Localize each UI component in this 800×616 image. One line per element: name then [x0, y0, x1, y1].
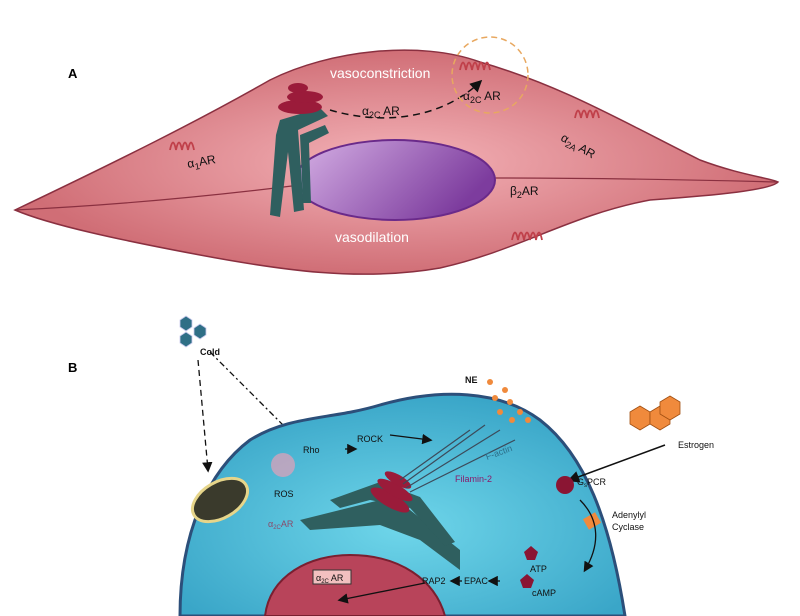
filamin-label: Filamin-2: [455, 474, 492, 484]
rap2-label: RAP2: [422, 576, 446, 586]
cold-to-mito-arrow: [197, 359, 213, 473]
panel-b-label: B: [68, 360, 77, 375]
f-actin-fibers: [399, 424, 516, 493]
adenylyl-cyclase-icon: [582, 512, 602, 530]
mitochondrion: [191, 476, 249, 524]
estrogen-label: Estrogen: [678, 440, 714, 450]
alpha2c-traffic-label: α2C AR: [362, 104, 400, 120]
endoplasmic-reticulum: [270, 108, 329, 217]
alpha2c-membrane-label: α2C AR: [463, 89, 501, 105]
trafficking-arrow: [329, 79, 483, 119]
golgi-apparatus: [278, 83, 323, 114]
camp-icon: [520, 574, 534, 588]
rap2-to-gene-arrow: [337, 582, 426, 604]
rock-label: ROCK: [357, 434, 383, 444]
estrogen-molecule: [629, 395, 681, 431]
atp-label: ATP: [530, 564, 547, 574]
epac-label: EPAC: [464, 576, 488, 586]
ne-molecules: [487, 379, 531, 423]
panel-a-label: A: [68, 66, 78, 81]
golgi-apparatus: [370, 471, 413, 513]
alpha2c-gene-label: α2C AR: [316, 573, 344, 585]
camp-label: cAMP: [532, 588, 556, 598]
ros-label: ROS: [274, 489, 294, 499]
vasoconstriction-label: vasoconstriction: [330, 65, 430, 81]
gspcr-receptor: [556, 476, 574, 494]
highlight-circle: [451, 36, 529, 114]
rock-to-actin-arrow: [389, 433, 433, 445]
ne-label: NE: [465, 375, 478, 385]
snowflake-icon: [179, 315, 207, 348]
rho-label: Rho: [303, 445, 320, 455]
ros-cluster: [271, 453, 295, 477]
alpha1-label: α1AR: [186, 152, 217, 173]
ac-to-camp-arrow: [579, 499, 597, 573]
alpha2c-er-label: α2CAR: [268, 519, 294, 531]
atp-icon: [524, 546, 538, 560]
endoplasmic-reticulum: [300, 482, 460, 570]
gene-box: [312, 569, 352, 585]
receptor-icons: [169, 61, 600, 241]
adenylyl-label: Adenylyl: [612, 510, 646, 520]
cyclase-label: Cyclase: [612, 522, 644, 532]
beta2-label: β2AR: [510, 184, 539, 200]
vasodilation-label: vasodilation: [335, 229, 409, 245]
gspcr-label: GsPCR: [577, 477, 607, 489]
nucleus: [294, 139, 496, 221]
estrogen-arrow: [567, 444, 666, 483]
nucleus: [263, 553, 447, 616]
